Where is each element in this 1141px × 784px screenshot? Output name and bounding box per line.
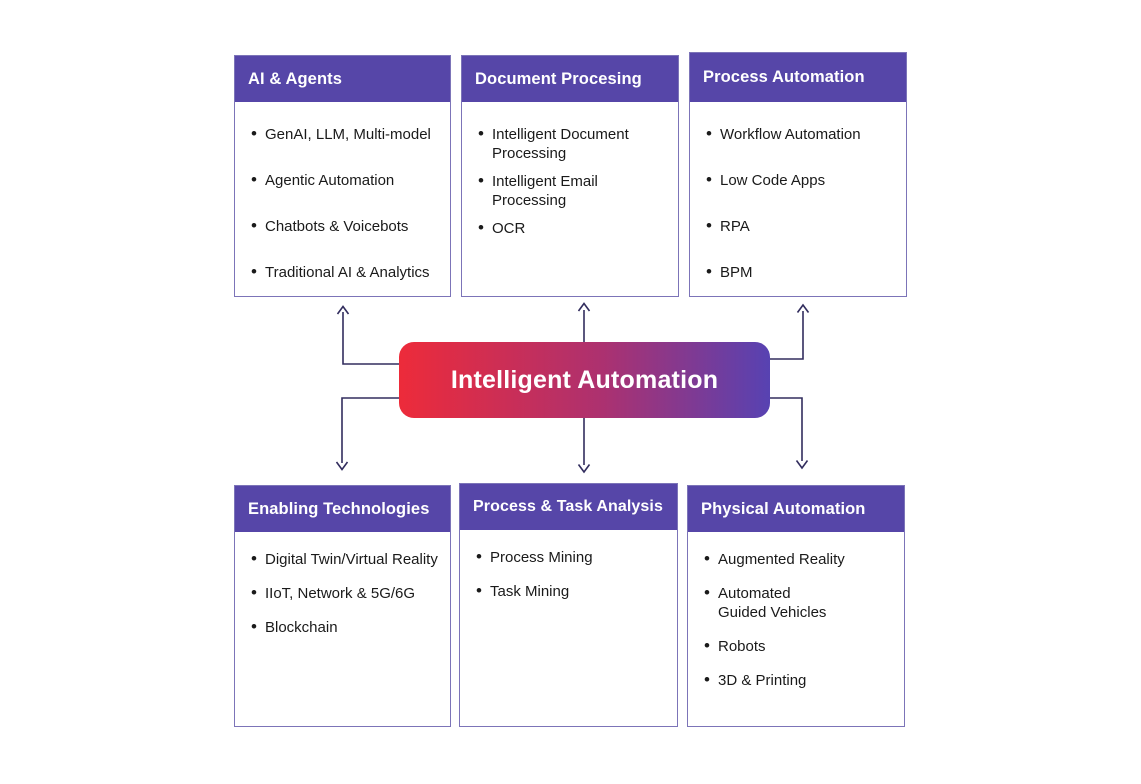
category-box-physical-automation: Physical Automation Augmented RealityAut… <box>687 485 905 727</box>
bullet-item: Agentic Automation <box>251 170 448 190</box>
arrow-to-physical-automation <box>770 397 803 461</box>
bullet-item: Traditional AI & Analytics <box>251 262 448 282</box>
category-box-items: GenAI, LLM, Multi-modelAgentic Automatio… <box>235 102 450 282</box>
center-node-label: Intelligent Automation <box>450 365 719 394</box>
arrow-to-ai-agents <box>342 312 399 365</box>
bullet-item: Low Code Apps <box>706 170 904 190</box>
arrowhead-down-right <box>795 460 809 470</box>
bullet-item: Intelligent Document Processing <box>478 124 676 163</box>
category-box-process-automation: Process Automation Workflow AutomationLo… <box>689 52 907 297</box>
arrowhead-down-left <box>335 461 349 471</box>
bullet-item: Process Mining <box>476 547 675 567</box>
bullet-item: Task Mining <box>476 581 675 601</box>
category-box-enabling-technologies: Enabling Technologies Digital Twin/Virtu… <box>234 485 451 727</box>
arrowhead-up-center <box>577 302 591 312</box>
bullet-item: Blockchain <box>251 617 448 637</box>
category-box-title: Process & Task Analysis <box>460 484 677 530</box>
category-box-title: AI & Agents <box>235 56 450 102</box>
bullet-item: Workflow Automation <box>706 124 904 144</box>
category-box-items: Augmented RealityAutomated Guided Vehicl… <box>688 532 904 690</box>
arrowhead-up-right <box>796 303 810 313</box>
category-box-items: Process MiningTask Mining <box>460 530 677 601</box>
arrow-to-process-automation <box>770 311 804 360</box>
bullet-item: Robots <box>704 636 902 656</box>
category-box-document-procesing: Document Procesing Intelligent Document … <box>461 55 679 297</box>
bullet-item: RPA <box>706 216 904 236</box>
bullet-item: 3D & Printing <box>704 670 902 690</box>
arrowhead-down-center <box>577 464 591 474</box>
category-box-items: Digital Twin/Virtual RealityIIoT, Networ… <box>235 532 450 637</box>
category-box-items: Intelligent Document ProcessingIntellige… <box>462 102 678 238</box>
category-box-title: Document Procesing <box>462 56 678 102</box>
bullet-item: Chatbots & Voicebots <box>251 216 448 236</box>
category-box-title: Enabling Technologies <box>235 486 450 532</box>
arrowhead-up-left <box>336 305 350 315</box>
bullet-item: Digital Twin/Virtual Reality <box>251 549 448 569</box>
category-box-process-task-analysis: Process & Task Analysis Process MiningTa… <box>459 483 678 727</box>
bullet-item: GenAI, LLM, Multi-model <box>251 124 448 144</box>
intelligent-automation-node: Intelligent Automation <box>399 342 770 418</box>
bullet-item: Automated Guided Vehicles <box>704 583 902 622</box>
bullet-item: Augmented Reality <box>704 549 902 569</box>
bullet-item: OCR <box>478 218 676 238</box>
category-box-title: Physical Automation <box>688 486 904 532</box>
bullet-item: Intelligent Email Processing <box>478 171 676 210</box>
category-box-title: Process Automation <box>690 53 906 102</box>
bullet-item: BPM <box>706 262 904 282</box>
category-box-ai-agents: AI & Agents GenAI, LLM, Multi-modelAgent… <box>234 55 451 297</box>
bullet-item: IIoT, Network & 5G/6G <box>251 583 448 603</box>
category-box-items: Workflow AutomationLow Code AppsRPA BPM <box>690 102 906 282</box>
arrow-to-enabling-technologies <box>341 397 399 463</box>
